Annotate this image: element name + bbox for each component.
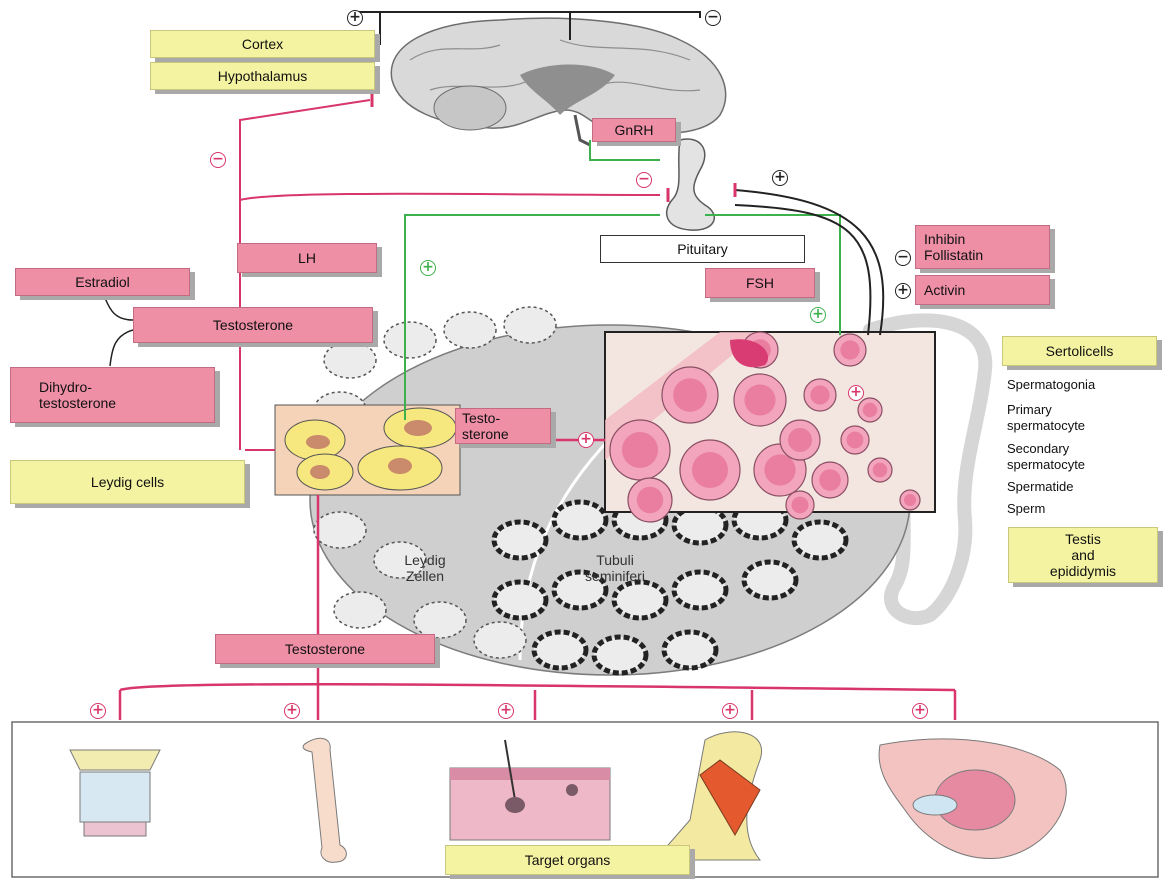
germ-cell-nucleus bbox=[692, 452, 728, 488]
minus-sign-cortex: − bbox=[705, 10, 721, 26]
secondary-spermatocyte-label: Secondary spermatocyte bbox=[1007, 440, 1147, 474]
plus-sign-pituitary: + bbox=[772, 170, 788, 186]
seminiferous-tubule bbox=[594, 637, 646, 673]
fsh-label: FSH bbox=[705, 268, 815, 298]
seminiferous-tubule bbox=[674, 572, 726, 608]
spermatide-label: Spermatide bbox=[1007, 478, 1147, 496]
seminiferous-tubule bbox=[614, 582, 666, 618]
lh-label: LH bbox=[237, 243, 377, 273]
germ-cell-nucleus bbox=[810, 385, 829, 404]
germ-cell-nucleus bbox=[744, 384, 775, 415]
plus-sign-skin: + bbox=[498, 703, 514, 719]
germ-cell-nucleus bbox=[788, 428, 812, 452]
seminiferous-tubule bbox=[794, 522, 846, 558]
seminiferous-tubule bbox=[744, 562, 796, 598]
plus-sign-larynx: + bbox=[90, 703, 106, 719]
sertoli-cells-label: Sertolicells bbox=[1002, 336, 1157, 366]
larynx-illustration bbox=[70, 750, 160, 836]
leydig-zellen-text: Leydig Zellen bbox=[370, 552, 480, 584]
inhibin-follistatin-label: Inhibin Follistatin bbox=[915, 225, 1050, 269]
spermatogonia-label: Spermatogonia bbox=[1007, 376, 1147, 394]
activin-label: Activin bbox=[915, 275, 1050, 305]
seminiferous-inset bbox=[605, 332, 935, 522]
seminiferous-tubule bbox=[664, 632, 716, 668]
seminiferous-tubule bbox=[474, 622, 526, 658]
estradiol-label: Estradiol bbox=[15, 268, 190, 296]
primary-spermatocyte-label: Primary spermatocyte bbox=[1007, 401, 1147, 435]
testosterone-bottom-label: Testosterone bbox=[215, 634, 435, 664]
seminiferous-tubule bbox=[414, 602, 466, 638]
plus-sign-fsh: + bbox=[810, 307, 826, 323]
hypothalamus-label: Hypothalamus bbox=[150, 62, 375, 90]
cortex-label: Cortex bbox=[150, 30, 375, 58]
seminiferous-tubule bbox=[534, 632, 586, 668]
pathway-line bbox=[590, 140, 660, 160]
plus-sign-sertoli: + bbox=[848, 385, 864, 401]
seminiferous-tubule bbox=[324, 342, 376, 378]
plus-sign-cortex: + bbox=[347, 10, 363, 26]
seminiferous-tubule bbox=[504, 307, 556, 343]
germ-cell-nucleus bbox=[622, 432, 658, 468]
seminiferous-tubule bbox=[554, 502, 606, 538]
seminiferous-tubule bbox=[384, 322, 436, 358]
dihydrotestosterone-label: Dihydro- testosterone bbox=[10, 367, 215, 423]
seminiferous-tubule bbox=[334, 592, 386, 628]
testosterone-local-label: Testo- sterone bbox=[455, 408, 551, 444]
plus-sign-lh: + bbox=[420, 260, 436, 276]
germ-cell-nucleus bbox=[792, 497, 809, 514]
testis-epididymis-label: Testis and epididymis bbox=[1008, 527, 1158, 583]
germ-cell-nucleus bbox=[673, 378, 707, 412]
germ-cell-nucleus bbox=[764, 454, 795, 485]
sperm-label: Sperm bbox=[1007, 500, 1147, 518]
germ-cell-nucleus bbox=[873, 463, 887, 477]
leydig-cells-label: Leydig cells bbox=[10, 460, 245, 504]
germ-cell-nucleus bbox=[840, 340, 859, 359]
plus-sign-reproductive: + bbox=[912, 703, 928, 719]
minus-sign-hypothalamus: − bbox=[210, 152, 226, 168]
germ-cell-nucleus bbox=[904, 494, 916, 506]
seminiferous-tubule bbox=[444, 312, 496, 348]
pathway-line bbox=[240, 194, 660, 200]
germ-cell-nucleus bbox=[863, 403, 877, 417]
pathway-line bbox=[110, 330, 133, 366]
pathway-line bbox=[105, 298, 133, 320]
plus-sign-muscle: + bbox=[722, 703, 738, 719]
plus-sign-bone: + bbox=[284, 703, 300, 719]
pituitary-label: Pituitary bbox=[600, 235, 805, 263]
germ-cell-nucleus bbox=[637, 487, 663, 513]
target-organs-label: Target organs bbox=[445, 845, 690, 875]
leydig-inset bbox=[275, 405, 460, 495]
tubuli-seminiferi-text: Tubuli seminiferi bbox=[560, 552, 670, 584]
pituitary-illustration bbox=[667, 139, 715, 230]
minus-sign-pituitary: − bbox=[636, 172, 652, 188]
pathway-line bbox=[120, 684, 955, 690]
testosterone-top-label: Testosterone bbox=[133, 307, 373, 343]
gnrh-label: GnRH bbox=[592, 118, 676, 142]
seminiferous-tubule bbox=[494, 582, 546, 618]
seminiferous-tubule bbox=[494, 522, 546, 558]
germ-cell-nucleus bbox=[847, 432, 864, 449]
plus-sign-testosterone-local: + bbox=[578, 432, 594, 448]
germ-cell-nucleus bbox=[819, 469, 841, 491]
plus-sign-activin: + bbox=[895, 283, 911, 299]
minus-sign-inhibin: − bbox=[895, 250, 911, 266]
seminiferous-tubule bbox=[314, 512, 366, 548]
